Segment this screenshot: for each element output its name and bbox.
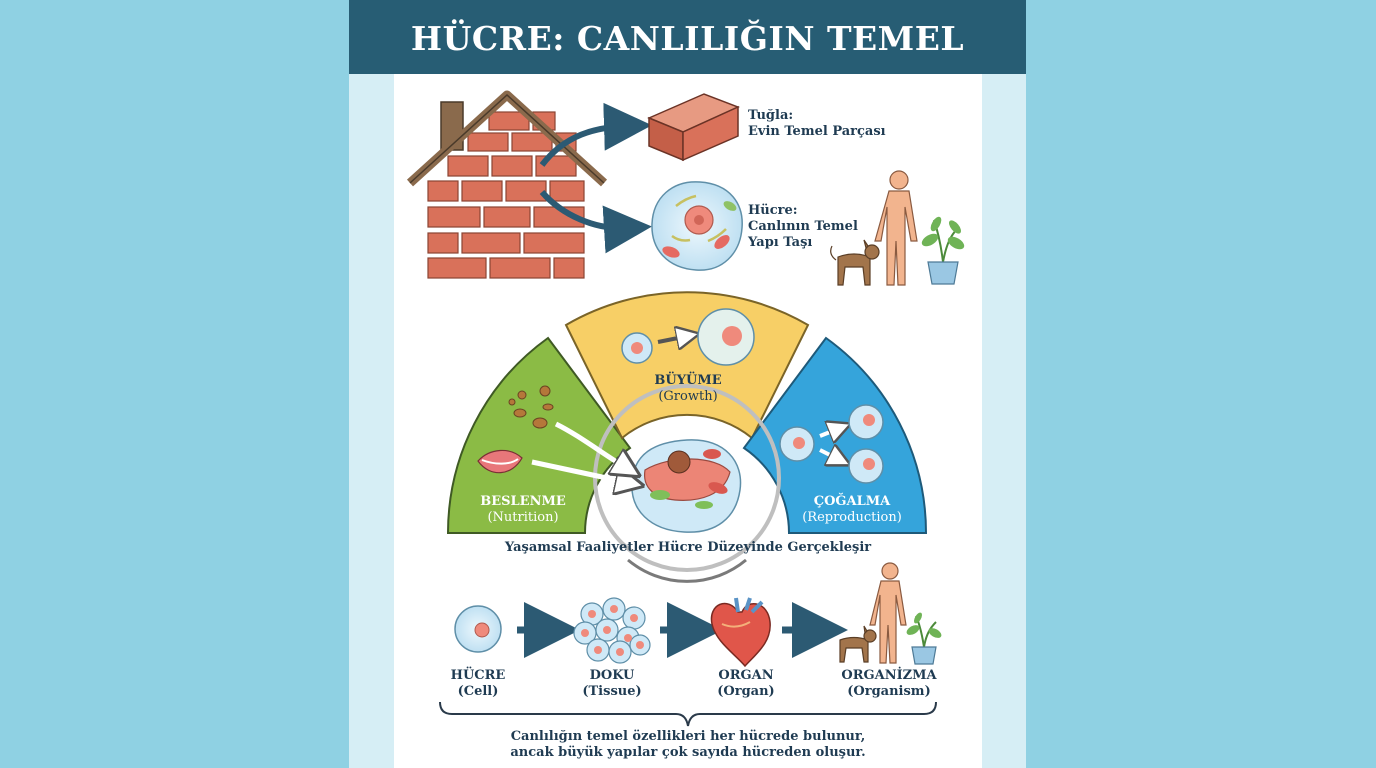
reproduction-name: ÇOĞALMA (813, 494, 891, 509)
food-particles-icon (508, 385, 554, 429)
growth-en: (Growth) (658, 389, 718, 404)
cell-label-line: Canlının Temel (748, 219, 858, 234)
nutrition-segment (446, 336, 632, 534)
brick-icon (647, 93, 740, 162)
level-en: (Tissue) (582, 684, 642, 699)
dog-icon (830, 239, 880, 286)
level-cell-label: HÜCRE (Cell) (438, 668, 518, 700)
cell-label: Hücre: Canlının Temel Yapı Taşı (748, 203, 858, 251)
human-icon (869, 562, 907, 664)
human-icon (874, 170, 918, 286)
cell-icon (651, 181, 743, 271)
footer-line: ancak büyük yapılar çok sayıda hücreden … (510, 745, 866, 760)
heart-icon (710, 597, 771, 668)
cell-icon (631, 439, 742, 533)
level-organism-label: ORGANİZMA (Organism) (829, 668, 949, 700)
growth-cells (621, 308, 755, 366)
plant-icon (906, 612, 942, 665)
nutrition-label: BESLENME (Nutrition) (463, 494, 583, 526)
reproduction-cells (779, 404, 884, 484)
activities-caption: Yaşamsal Faaliyetler Hücre Düzeyinde Ger… (504, 540, 872, 555)
growth-label: BÜYÜME (Growth) (638, 373, 738, 405)
brick-label: Tuğla: Evin Temel Parçası (748, 108, 886, 140)
nutrition-en: (Nutrition) (487, 510, 559, 525)
level-name: HÜCRE (450, 668, 506, 683)
reproduction-en: (Reproduction) (802, 510, 902, 525)
footer-line: Canlılığın temel özellikleri her hücrede… (510, 729, 866, 744)
level-tissue-label: DOKU (Tissue) (572, 668, 652, 700)
level-name: ORGAN (718, 668, 774, 683)
nutrition-name: BESLENME (480, 494, 566, 509)
brace (439, 701, 937, 727)
reproduction-label: ÇOĞALMA (Reproduction) (790, 494, 914, 526)
arrow-to-cell (539, 189, 652, 254)
level-cell-icon (454, 605, 502, 653)
brick-label-line: Evin Temel Parçası (748, 124, 886, 139)
cell-label-line: Yapı Taşı (748, 235, 813, 250)
lips-icon (477, 449, 523, 474)
footer-text: Canlılığın temel özellikleri her hücrede… (478, 729, 898, 761)
plant-icon (921, 216, 965, 285)
level-name: DOKU (589, 668, 635, 683)
brick-label-line: Tuğla: (748, 108, 794, 123)
arrow-to-brick (539, 102, 652, 167)
house-icon (406, 90, 608, 279)
level-name: ORGANİZMA (841, 668, 937, 683)
level-en: (Organ) (717, 684, 775, 699)
level-en: (Cell) (457, 684, 499, 699)
level-organ-label: ORGAN (Organ) (706, 668, 786, 700)
level-en: (Organism) (847, 684, 931, 699)
cell-label-line: Hücre: (748, 203, 798, 218)
growth-name: BÜYÜME (654, 373, 722, 388)
dog-icon (839, 625, 877, 663)
